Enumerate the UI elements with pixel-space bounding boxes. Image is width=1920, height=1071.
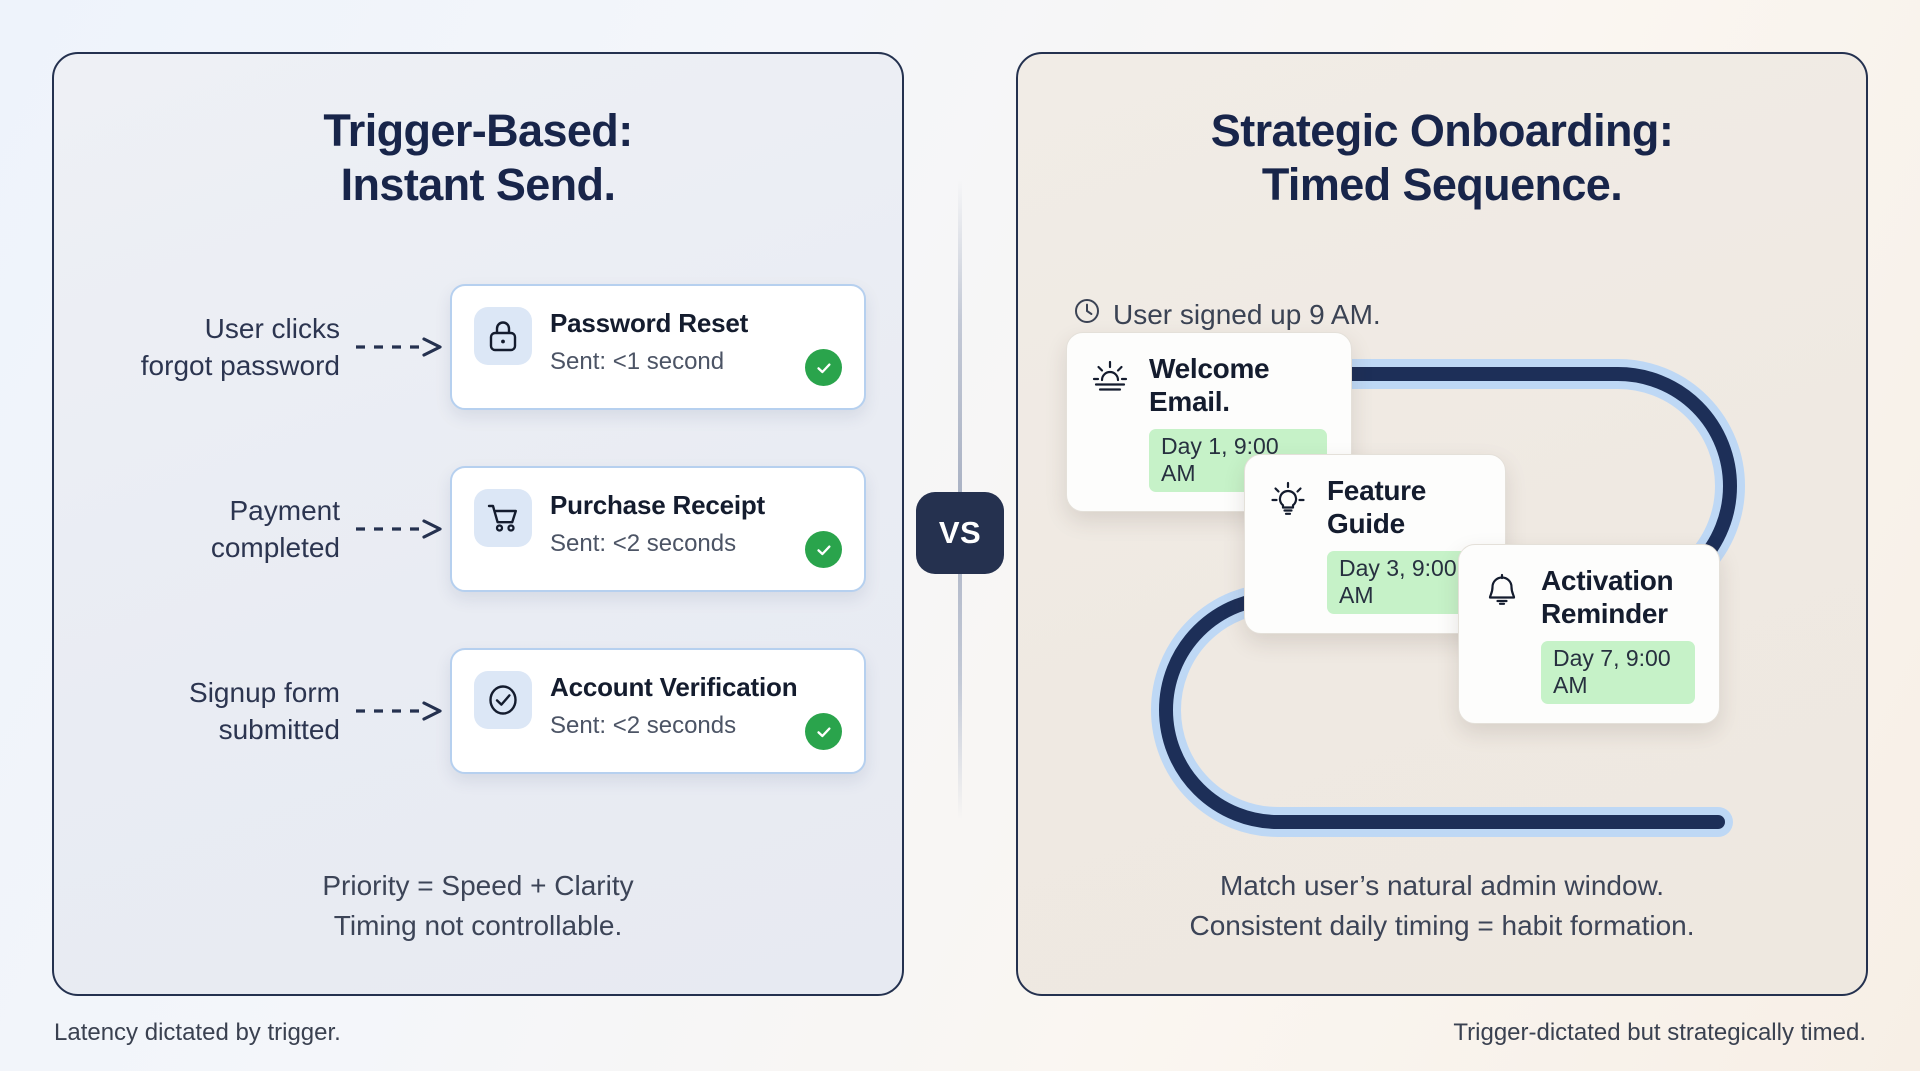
trigger-card[interactable]: Password Reset Sent: <1 second bbox=[450, 284, 866, 410]
right-note: Match user’s natural admin window. Consi… bbox=[1018, 866, 1866, 946]
timeline-card-badge: Day 7, 9:00 AM bbox=[1541, 640, 1695, 704]
trigger-label: Payment completed bbox=[54, 492, 354, 566]
trigger-label-line2: completed bbox=[210, 532, 340, 563]
trigger-label-line1: Payment bbox=[229, 494, 341, 526]
timeline-card-title: Activation Reminder bbox=[1541, 565, 1674, 629]
timeline-card-activation-reminder[interactable]: Activation Reminder Day 7, 9:00 AM bbox=[1458, 544, 1720, 724]
panel-trigger-based: Trigger-Based: Instant Send. User clicks… bbox=[52, 52, 904, 996]
clock-icon bbox=[1074, 298, 1100, 331]
trigger-card-status: Sent: <2 seconds bbox=[550, 712, 737, 739]
trigger-label-line2: submitted bbox=[218, 714, 340, 745]
sunrise-icon bbox=[1087, 353, 1133, 492]
trigger-row: User clicks forgot password Password Res… bbox=[54, 284, 902, 410]
trigger-card-status: Sent: <1 second bbox=[550, 348, 725, 375]
dashed-arrow-icon bbox=[354, 699, 450, 723]
right-title-line2: Timed Sequence. bbox=[1261, 158, 1623, 210]
shopping-cart-icon bbox=[474, 489, 532, 547]
trigger-card[interactable]: Account Verification Sent: <2 seconds bbox=[450, 648, 866, 774]
left-note-line1: Priority = Speed + Clarity bbox=[322, 870, 634, 901]
trigger-label-line2: forgot password bbox=[140, 350, 340, 381]
trigger-label-line1: User clicks bbox=[204, 312, 340, 344]
right-note-line2: Consistent daily timing = habit formatio… bbox=[1189, 910, 1695, 942]
signup-time-label: User signed up 9 AM. bbox=[1074, 298, 1381, 331]
trigger-label: User clicks forgot password bbox=[54, 310, 354, 384]
panel-strategic-onboarding: Strategic Onboarding: Timed Sequence. Us… bbox=[1016, 52, 1868, 996]
trigger-card-title: Purchase Receipt bbox=[550, 490, 766, 520]
vs-badge: VS bbox=[916, 492, 1004, 574]
bell-icon bbox=[1479, 565, 1525, 704]
timeline-card-title: Welcome Email. bbox=[1149, 353, 1270, 417]
trigger-label-line1: Signup form bbox=[189, 676, 340, 708]
left-note: Priority = Speed + Clarity Timing not co… bbox=[54, 866, 902, 946]
timeline-card-badge: Day 3, 9:00 AM bbox=[1327, 550, 1481, 614]
timeline-flow: Welcome Email. Day 1, 9:00 AM Feature Gu… bbox=[1018, 54, 1870, 998]
left-note-line2: Timing not controllable. bbox=[333, 910, 623, 942]
trigger-rows: User clicks forgot password Password Res… bbox=[54, 284, 902, 830]
right-note-line1: Match user’s natural admin window. bbox=[1219, 870, 1665, 901]
check-circle-icon bbox=[474, 671, 532, 729]
check-icon bbox=[805, 713, 842, 750]
left-title-line1: Trigger-Based: bbox=[323, 105, 633, 156]
lightbulb-icon bbox=[1265, 475, 1311, 614]
trigger-card-title: Password Reset bbox=[550, 308, 749, 338]
dashed-arrow-icon bbox=[354, 517, 450, 541]
trigger-row: Signup form submitted Account Verificati… bbox=[54, 648, 902, 774]
left-panel-title: Trigger-Based: Instant Send. bbox=[54, 104, 902, 211]
left-title-line2: Instant Send. bbox=[340, 158, 616, 210]
lock-icon bbox=[474, 307, 532, 365]
signup-text: User signed up 9 AM. bbox=[1113, 298, 1381, 330]
footnote-left: Latency dictated by trigger. bbox=[54, 1019, 341, 1046]
trigger-card-status: Sent: <2 seconds bbox=[550, 530, 737, 557]
footnote-right: Trigger-dictated but strategically timed… bbox=[1453, 1019, 1866, 1046]
right-title-line1: Strategic Onboarding: bbox=[1210, 105, 1674, 156]
check-icon bbox=[805, 531, 842, 568]
trigger-card[interactable]: Purchase Receipt Sent: <2 seconds bbox=[450, 466, 866, 592]
trigger-label: Signup form submitted bbox=[54, 674, 354, 748]
check-icon bbox=[805, 349, 842, 386]
timeline-card-title: Feature Guide bbox=[1327, 475, 1427, 539]
dashed-arrow-icon bbox=[354, 335, 450, 359]
right-panel-title: Strategic Onboarding: Timed Sequence. bbox=[1018, 104, 1866, 211]
trigger-row: Payment completed Purchase Receipt Sent:… bbox=[54, 466, 902, 592]
trigger-card-title: Account Verification bbox=[550, 672, 798, 702]
